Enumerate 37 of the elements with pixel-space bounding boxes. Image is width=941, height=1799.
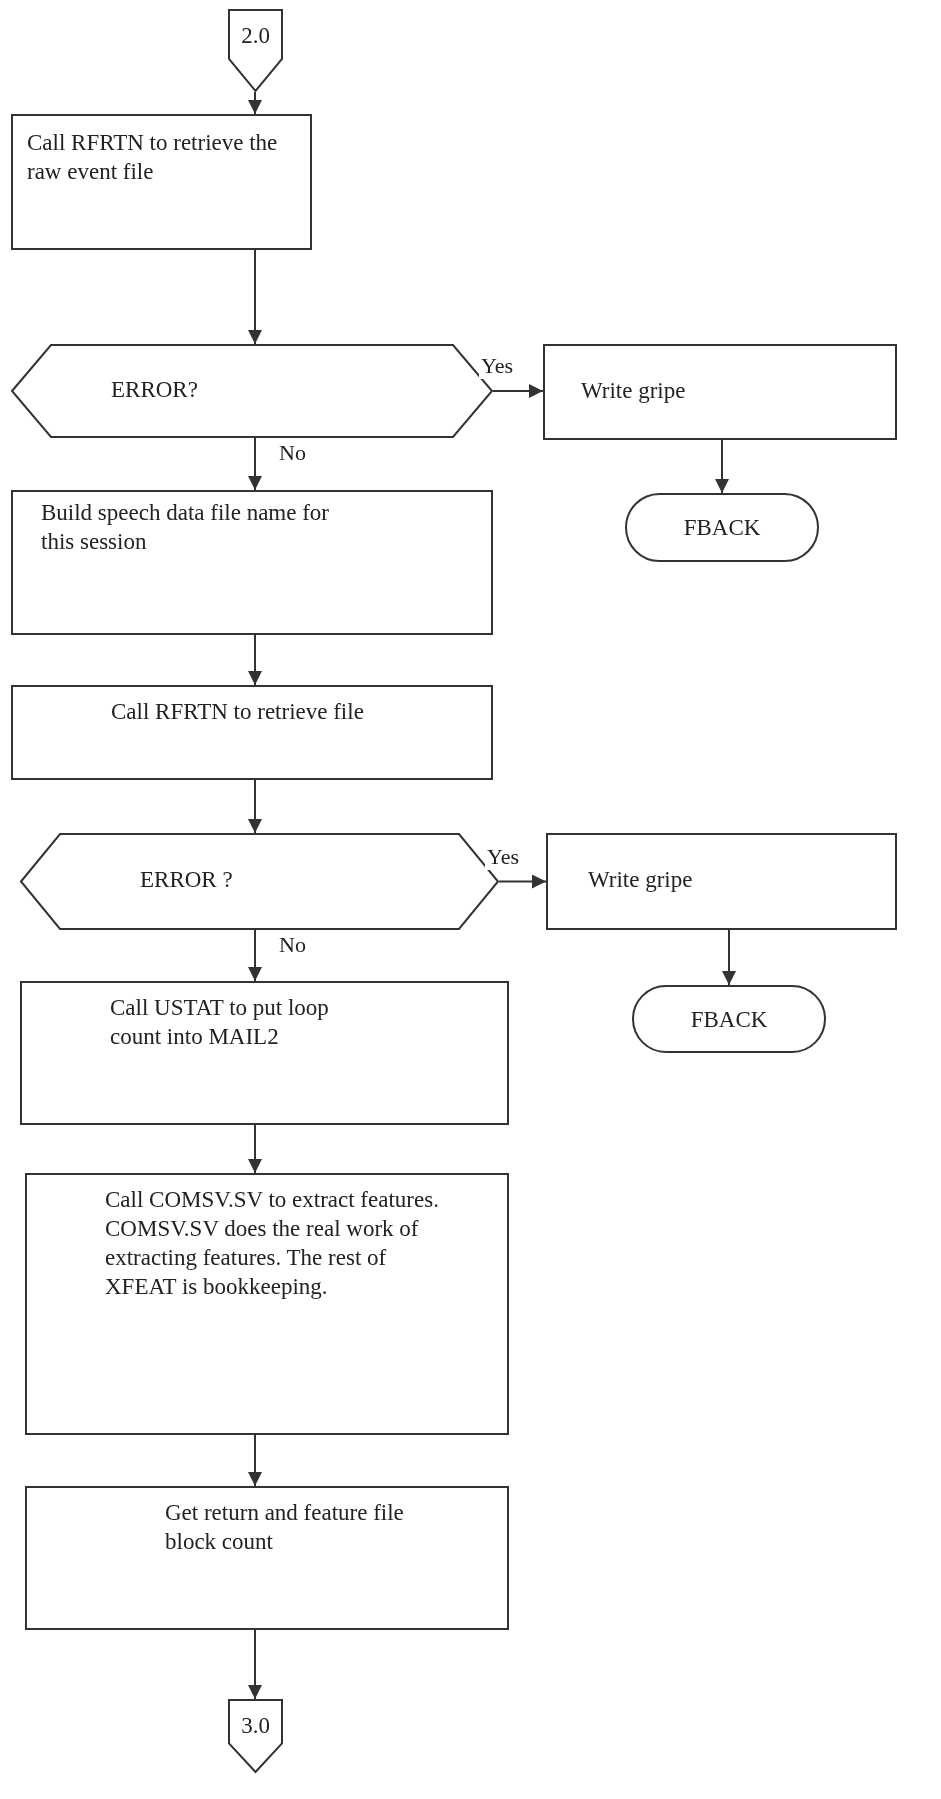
process-box <box>11 114 312 250</box>
process-box <box>25 1173 509 1435</box>
process-box <box>20 981 509 1125</box>
node-text: Get return and feature file block count <box>165 1499 405 1556</box>
arrow <box>248 91 262 115</box>
node-text: 2.0 <box>240 22 271 50</box>
arrow <box>248 249 262 345</box>
arrow <box>715 439 729 494</box>
off-page-connector <box>228 9 283 92</box>
node-text: ERROR ? <box>140 866 234 894</box>
off-page-connector <box>228 1699 283 1773</box>
process-box <box>546 833 897 930</box>
node-text: 3.0 <box>240 1712 271 1740</box>
arrow <box>498 874 547 889</box>
node-text: ERROR? <box>111 376 199 404</box>
node-text: Build speech data file name for this session <box>41 499 331 556</box>
arrow <box>248 779 262 834</box>
node-text: FBACK <box>689 1006 769 1034</box>
node-text: FBACK <box>682 514 762 542</box>
arrow <box>248 1124 262 1174</box>
node-text: Call COMSV.SV to extract features. COMSV.SV does the real work of extracting features. The rest of XFEAT is bookkeeping. <box>105 1186 440 1301</box>
arrow <box>722 929 736 986</box>
node-text: Write gripe <box>587 866 694 894</box>
arrow <box>248 1434 262 1487</box>
node-text: Call USTAT to put loop count into MAIL2 <box>110 994 330 1051</box>
arrow <box>248 634 262 686</box>
arrow <box>492 384 544 398</box>
node-text: Call RFRTN to retrieve file <box>111 698 365 726</box>
arrow <box>248 1629 262 1700</box>
process-box <box>25 1486 509 1630</box>
arrow <box>248 437 262 491</box>
arrow <box>248 929 262 982</box>
node-text: Write gripe <box>580 377 687 405</box>
process-box <box>11 490 493 635</box>
process-box <box>11 685 493 780</box>
process-box <box>543 344 897 440</box>
node-text: Call RFRTN to retrieve the raw event file <box>27 129 279 186</box>
